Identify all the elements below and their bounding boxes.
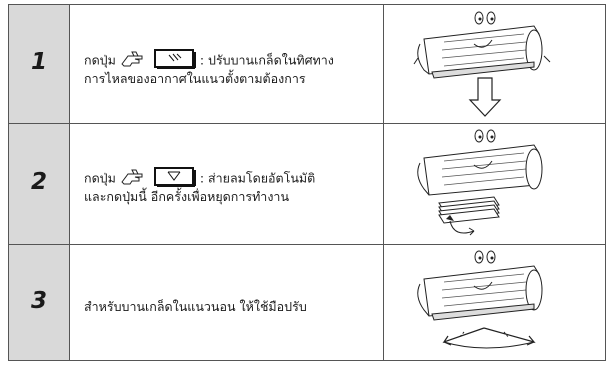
- step-number: 1: [30, 49, 47, 75]
- instruction-line-1: กดปุ่ม : ปรับบานเกล็ดในทิศทาง: [84, 49, 334, 73]
- instruction-text-cell: สำหรับบานเกล็ดในแนวนอน ให้ใช้มือปรับ: [70, 244, 384, 361]
- air-conditioner-illustration: [384, 244, 606, 361]
- instruction-line-2: และกดปุ่มนี้ อีกครั้งเพื่อหยุดการทำงาน: [84, 189, 289, 204]
- step-number-cell: 2: [8, 123, 70, 244]
- instruction-row-1: 1 กดปุ่ม : ปรับบานเกล็ดในทิศทาง การไหลขอ…: [8, 4, 606, 123]
- instruction-text-cell: กดปุ่ม : ปรับบานเกล็ดในทิศทาง การไหลของอ…: [70, 4, 384, 123]
- step-number-cell: 1: [8, 4, 70, 123]
- press-button-text: กดปุ่ม: [84, 170, 116, 186]
- auto-swing-icon: [153, 167, 196, 191]
- vertical-swing-icon: [153, 49, 196, 73]
- instruction-line-2: การไหลของอากาศในแนวตั้งตามต้องการ: [84, 71, 306, 86]
- step-number: 2: [30, 169, 47, 195]
- instruction-table: 1 กดปุ่ม : ปรับบานเกล็ดในทิศทาง การไหลขอ…: [8, 4, 606, 361]
- step-number: 3: [30, 288, 47, 314]
- instruction-line-1: สำหรับบานเกล็ดในแนวนอน ให้ใช้มือปรับ: [84, 299, 307, 314]
- row-divider: [8, 123, 606, 124]
- step-number-cell: 3: [8, 244, 70, 361]
- instruction-text-cell: กดปุ่ม : ส่ายลมโดยอัตโนมัติ และกดปุ่มนี้…: [70, 123, 384, 244]
- press-button-text: กดปุ่ม: [84, 52, 116, 68]
- hand-pointer-icon: [120, 168, 150, 190]
- air-conditioner-illustration: [384, 123, 606, 244]
- instruction-row-3: 3 สำหรับบานเกล็ดในแนวนอน ให้ใช้มือปรับ: [8, 244, 606, 361]
- instruction-text: : ปรับบานเกล็ดในทิศทาง: [199, 52, 334, 68]
- instruction-line-1: กดปุ่ม : ส่ายลมโดยอัตโนมัติ: [84, 167, 315, 191]
- hand-pointer-icon: [120, 50, 150, 72]
- instruction-row-2: 2 กดปุ่ม : ส่ายลมโดยอัตโนมัติ และกดปุ่มน…: [8, 123, 606, 244]
- row-divider: [8, 244, 606, 245]
- air-conditioner-illustration: [384, 4, 606, 123]
- instruction-text: : ส่ายลมโดยอัตโนมัติ: [199, 170, 316, 186]
